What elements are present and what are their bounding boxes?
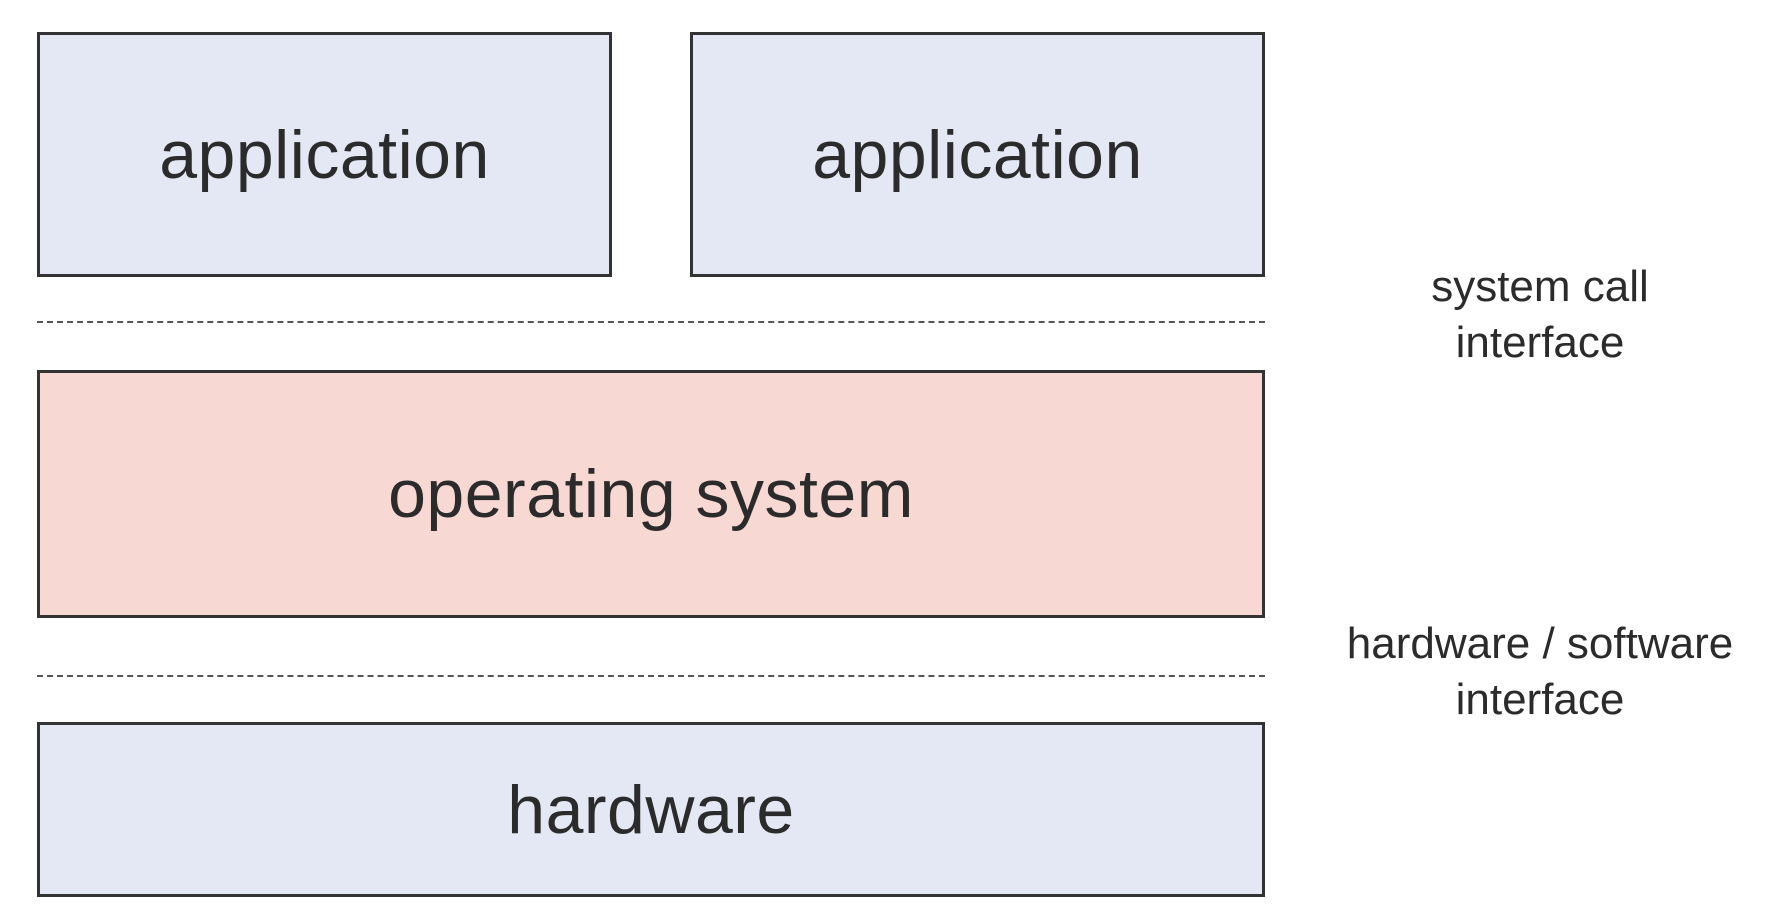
system-call-interface-divider [37,321,1265,323]
hardware-layer-box: hardware [37,722,1265,897]
hardware-software-interface-label: hardware / software interface [1310,616,1770,728]
system-call-interface-line1: system call [1431,262,1649,311]
hardware-label: hardware [507,771,795,848]
operating-system-layer-box: operating system [37,370,1265,618]
application-layer-box-right: application [690,32,1265,277]
system-call-interface-label: system call interface [1310,259,1770,371]
operating-system-label: operating system [388,456,914,532]
system-call-interface-line2: interface [1455,318,1625,367]
application-layer-box-left: application [37,32,612,277]
application-label-left: application [159,116,490,193]
hardware-software-interface-line2: interface [1455,675,1625,724]
application-label-right: application [812,116,1143,193]
hardware-software-interface-line1: hardware / software [1346,619,1734,668]
hardware-software-interface-divider [37,675,1265,677]
